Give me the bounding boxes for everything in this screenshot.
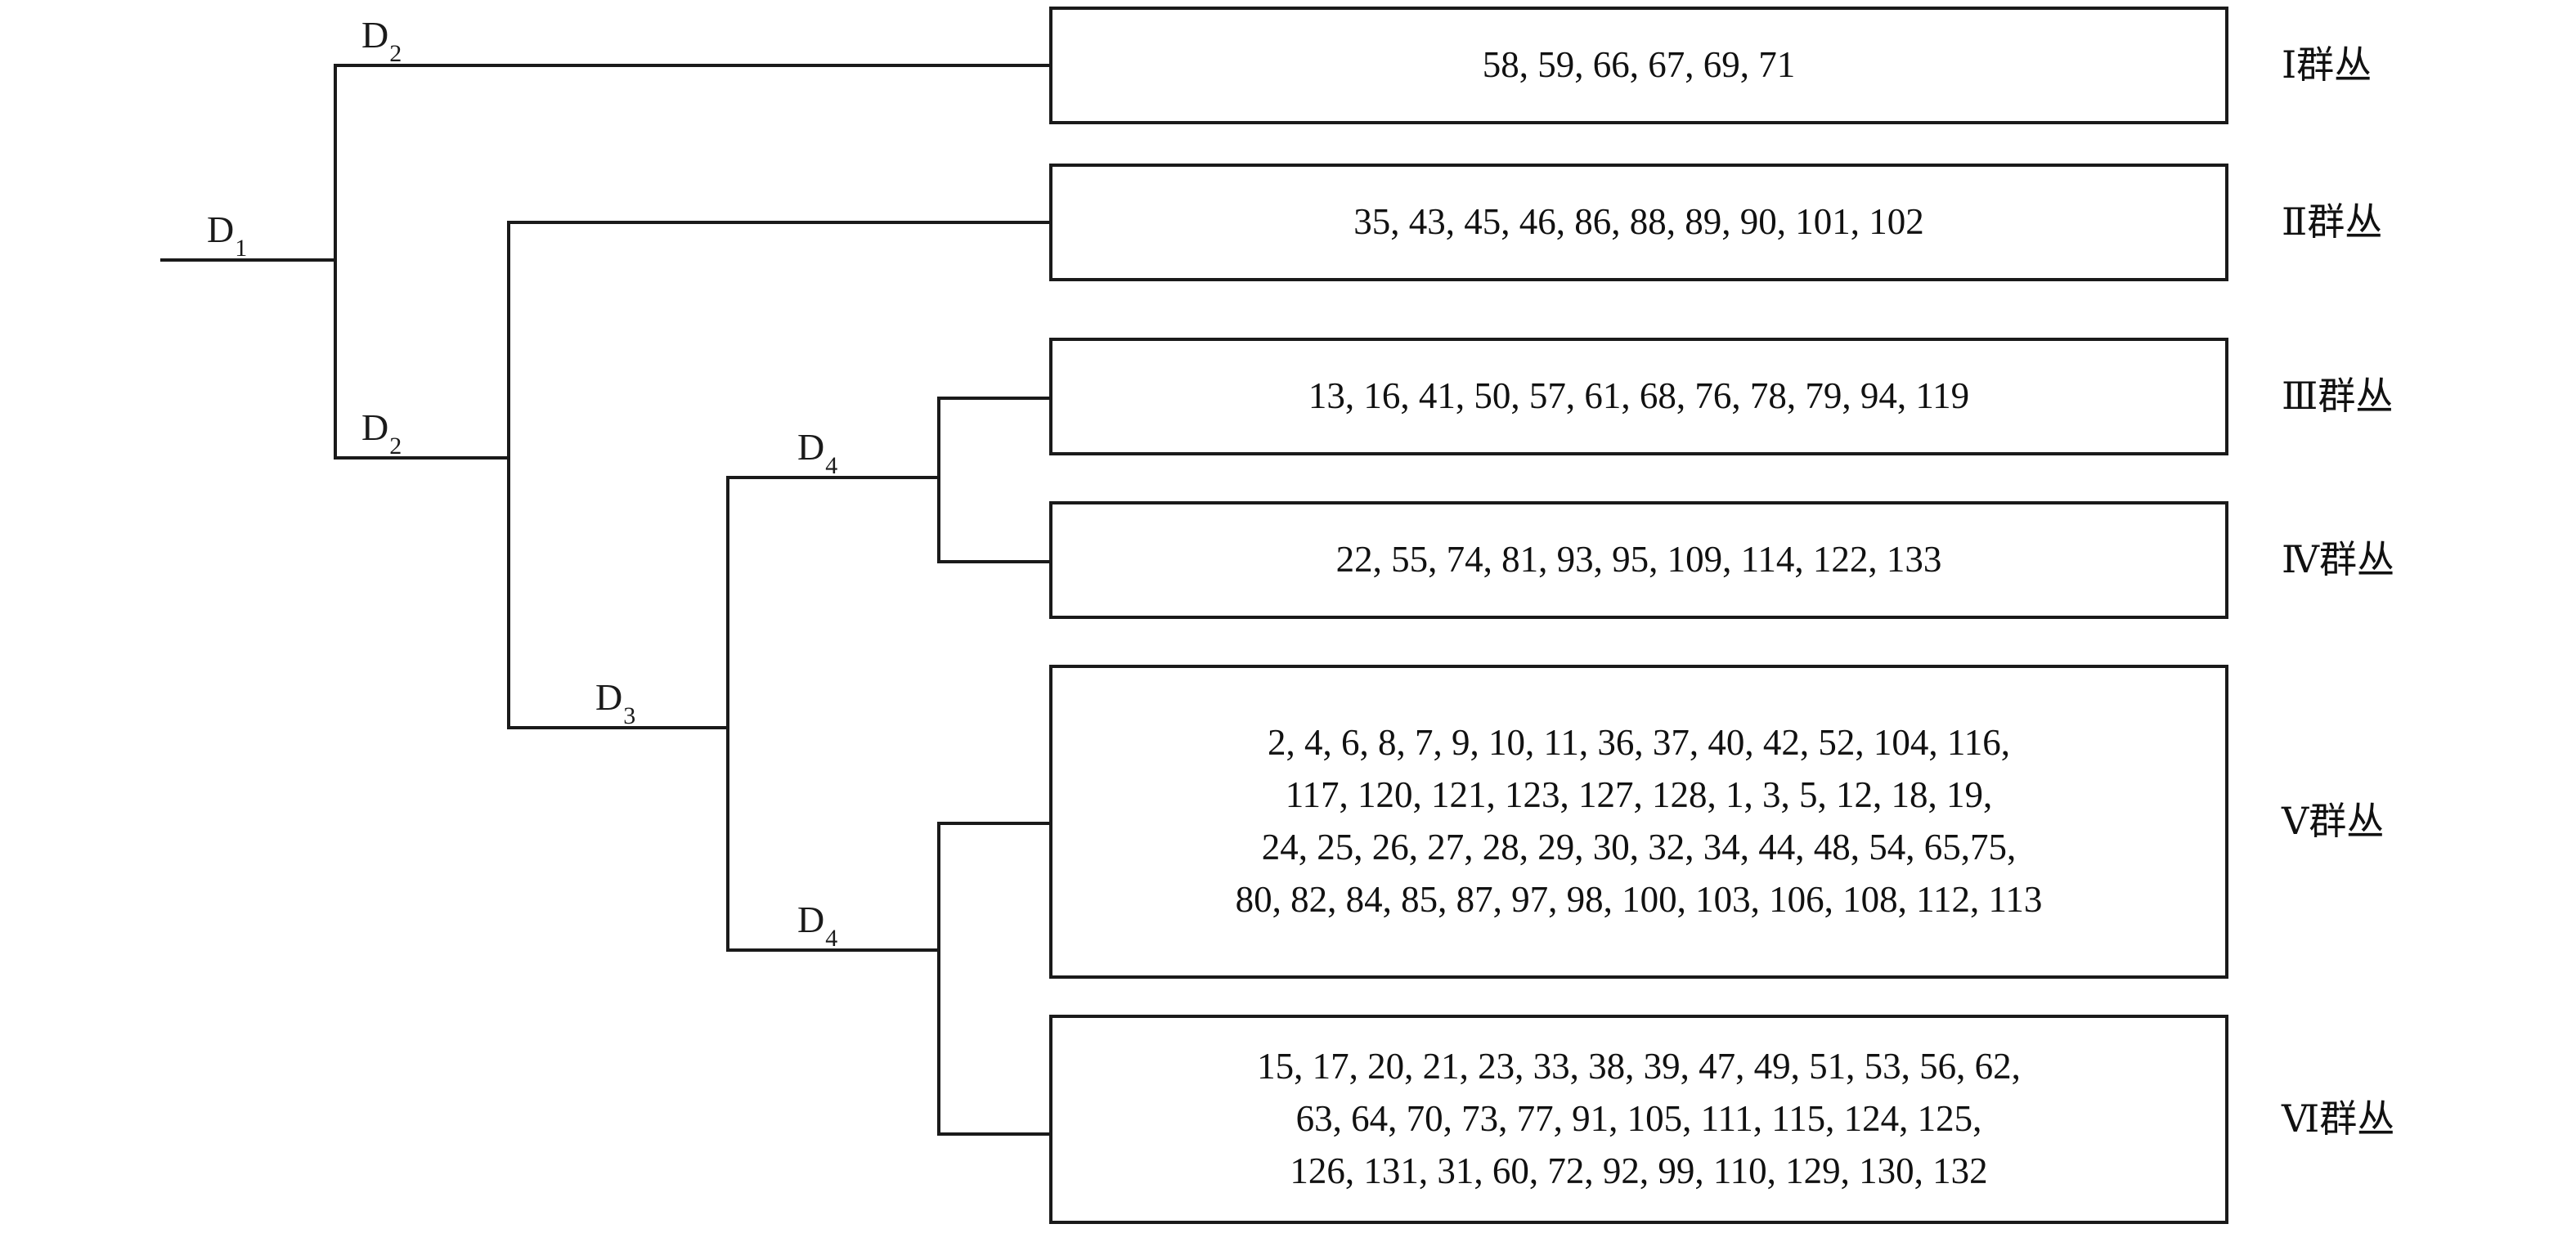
cluster-members-1: 58, 59, 66, 67, 69, 71 [1482, 44, 1796, 86]
node-label-d2-top: D2 [361, 14, 402, 66]
node-label-d4-lower: D4 [797, 899, 837, 951]
node-d1-letter: D [207, 208, 235, 250]
cluster-box-6: 15, 17, 20, 21, 23, 33, 38, 39, 47, 49, … [1049, 1015, 2228, 1224]
branch-to-cluster2-line [507, 221, 1051, 224]
d4-lower-split-vline [937, 822, 940, 1134]
cluster-box-3: 13, 16, 41, 50, 57, 61, 68, 76, 78, 79, … [1049, 338, 2228, 455]
node-d2top-letter: D [361, 14, 389, 56]
branch-to-cluster6-line [937, 1132, 1051, 1136]
node-d1-subscript: 1 [235, 235, 248, 262]
cluster-name-5: Ⅴ群丛 [2282, 800, 2385, 842]
cluster-box-1: 58, 59, 66, 67, 69, 71 [1049, 7, 2228, 124]
branch-d4-upper-line [726, 476, 940, 479]
cluster-name-6: Ⅵ群丛 [2282, 1098, 2395, 1140]
cluster-name-2: Ⅱ群丛 [2282, 201, 2383, 243]
level3-split-vline [726, 478, 729, 952]
node-d3-subscript: 3 [623, 702, 636, 730]
level2-split-vline [507, 222, 510, 729]
root-split-vline [334, 65, 337, 460]
node-d2bottom-subscript: 2 [389, 433, 402, 460]
root-stem-line [160, 258, 337, 262]
node-d2top-subscript: 2 [389, 40, 402, 68]
branch-to-cluster3-line [937, 397, 1051, 400]
node-label-d1: D1 [207, 208, 247, 261]
branch-d3-line [507, 726, 729, 729]
node-d4lower-subscript: 4 [825, 925, 838, 953]
cluster-name-3: Ⅲ群丛 [2282, 375, 2394, 417]
cluster-box-2: 35, 43, 45, 46, 86, 88, 89, 90, 101, 102 [1049, 164, 2228, 281]
branch-d4-lower-line [726, 948, 940, 952]
branch-d2-bottom-line [334, 456, 510, 460]
cluster-members-3: 13, 16, 41, 50, 57, 61, 68, 76, 78, 79, … [1308, 375, 1970, 417]
node-d4upper-subscript: 4 [825, 452, 838, 480]
node-d3-letter: D [595, 676, 623, 718]
cluster-members-5: 2, 4, 6, 8, 7, 9, 10, 11, 36, 37, 40, 42… [1235, 722, 2043, 920]
node-label-d4-upper: D4 [797, 426, 837, 478]
node-label-d3: D3 [595, 676, 635, 729]
cluster-name-4: Ⅳ群丛 [2282, 539, 2394, 581]
cluster-members-4: 22, 55, 74, 81, 93, 95, 109, 114, 122, 1… [1335, 539, 1942, 581]
cluster-members-2: 35, 43, 45, 46, 86, 88, 89, 90, 101, 102 [1353, 201, 1924, 243]
branch-d2-top-line [334, 64, 1051, 67]
node-d2bottom-letter: D [361, 406, 389, 448]
cluster-name-1: Ⅰ群丛 [2282, 44, 2372, 86]
cluster-members-6: 15, 17, 20, 21, 23, 33, 38, 39, 47, 49, … [1257, 1046, 2021, 1191]
cluster-box-4: 22, 55, 74, 81, 93, 95, 109, 114, 122, 1… [1049, 501, 2228, 619]
node-label-d2-bottom: D2 [361, 406, 402, 459]
node-d4upper-letter: D [797, 426, 825, 468]
node-d4lower-letter: D [797, 899, 825, 940]
branch-to-cluster4-line [937, 560, 1051, 563]
branch-to-cluster5-line [937, 822, 1051, 825]
cluster-box-5: 2, 4, 6, 8, 7, 9, 10, 11, 36, 37, 40, 42… [1049, 665, 2228, 979]
d4-upper-split-vline [937, 397, 940, 562]
